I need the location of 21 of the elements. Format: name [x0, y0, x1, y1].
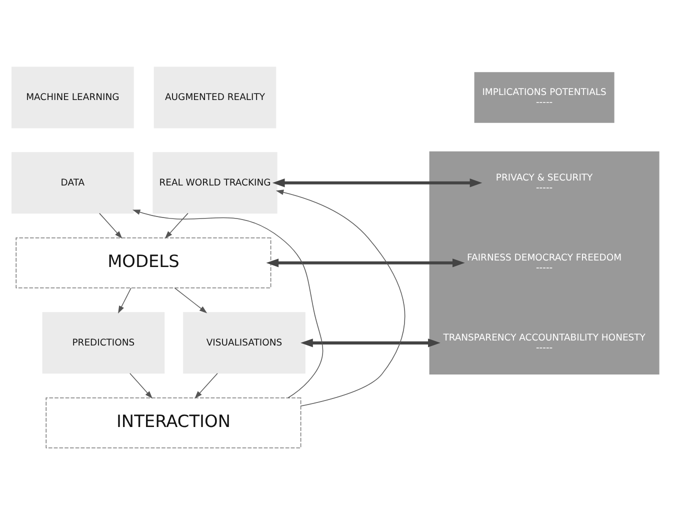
node-box: PREDICTIONS	[42, 312, 165, 374]
arrow	[164, 212, 188, 239]
arrow	[300, 338, 440, 348]
arrow	[272, 178, 482, 188]
arrow	[118, 288, 132, 314]
node-box: REAL WORLD TRACKING	[152, 152, 278, 214]
node-box: DATA	[12, 152, 134, 214]
arrow	[266, 258, 465, 268]
arrow	[130, 372, 153, 399]
node-text: PRIVACY & SECURITY -----	[496, 172, 593, 194]
node-box: INTERACTION	[46, 398, 302, 448]
arrow	[276, 190, 406, 406]
node-box: IMPLICATIONS POTENTIALS -----	[474, 72, 614, 123]
arrow	[174, 288, 208, 314]
node-box: VISUALISATIONS	[183, 312, 306, 374]
node-box: MODELS	[16, 238, 272, 288]
node-text: FAIRNESS DEMOCRACY FREEDOM -----	[467, 252, 622, 274]
arrow	[132, 210, 324, 398]
arrow	[99, 212, 122, 239]
node-text: TRANSPARENCY ACCOUNTABILITY HONESTY -----	[443, 332, 646, 354]
arrow	[194, 372, 218, 399]
